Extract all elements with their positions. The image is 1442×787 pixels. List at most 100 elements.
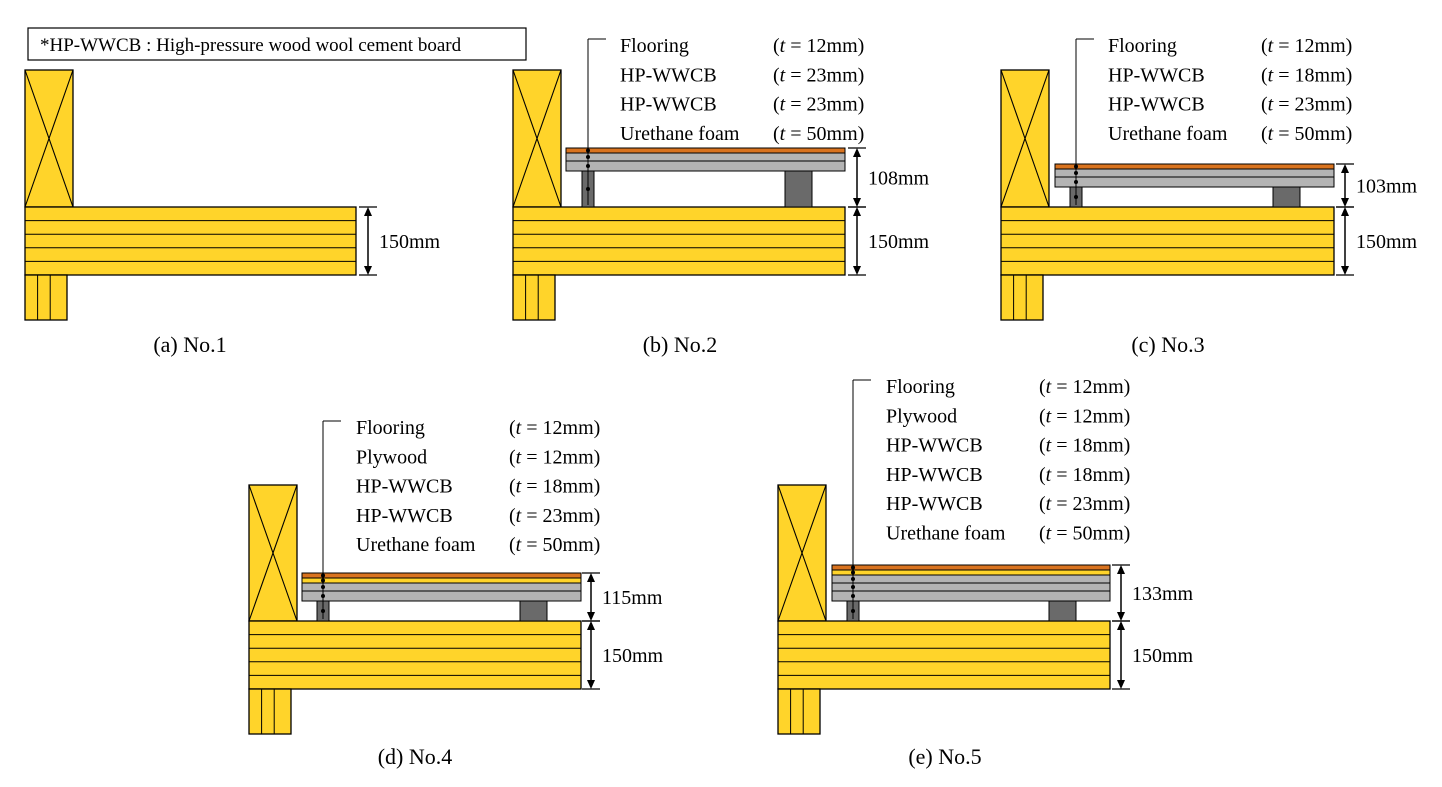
layer-name: HP-WWCB xyxy=(620,64,717,86)
floor-layer xyxy=(831,564,1111,571)
slab-dimension-arrowhead-bottom xyxy=(1341,266,1349,275)
floor-layer xyxy=(301,590,582,602)
leader-dot xyxy=(851,585,855,589)
layer-thickness: (t = 23mm) xyxy=(509,505,600,527)
layer-thickness: (t = 50mm) xyxy=(509,534,600,556)
panel-caption: (d) No.4 xyxy=(378,744,453,769)
leader-dot xyxy=(1074,171,1078,175)
floor-dimension-arrowhead-bottom xyxy=(1341,198,1349,207)
layer-thickness: (t = 23mm) xyxy=(773,64,864,86)
foam-support xyxy=(784,170,813,208)
lower-wall xyxy=(512,274,556,321)
layer-thickness: (t = 23mm) xyxy=(1261,94,1352,116)
layer-thickness: (t = 12mm) xyxy=(1039,405,1130,427)
layer-thickness: (t = 12mm) xyxy=(509,446,600,468)
floor-dimension-arrowhead-top xyxy=(1341,164,1349,173)
note-frame xyxy=(27,27,527,61)
leader-dot xyxy=(851,570,855,575)
layer-name: Flooring xyxy=(886,376,955,398)
layer-name: Plywood xyxy=(886,405,957,427)
slab-thickness-label: 150mm xyxy=(1356,231,1418,253)
slab-thickness-label: 150mm xyxy=(868,231,930,253)
leader-dot xyxy=(321,594,325,598)
clt-slab xyxy=(777,620,1111,690)
slab-dimension-arrowhead-top xyxy=(364,207,372,216)
layer-name: Flooring xyxy=(620,35,689,57)
slab-dimension-arrowhead-bottom xyxy=(853,266,861,275)
layer-thickness: (t = 50mm) xyxy=(1039,523,1130,545)
layer-name: Urethane foam xyxy=(886,523,1006,545)
slab-thickness-label: 150mm xyxy=(1132,645,1194,667)
leader-dot xyxy=(1074,195,1078,199)
leader-dot xyxy=(586,187,590,191)
layer-thickness: (t = 23mm) xyxy=(1039,493,1130,515)
slab-dimension-arrowhead-top xyxy=(853,207,861,216)
panel-caption: (a) No.1 xyxy=(153,332,226,357)
layer-name: HP-WWCB xyxy=(886,464,983,486)
lower-wall xyxy=(1000,274,1044,321)
floor-layer xyxy=(565,152,846,162)
floor-thickness-label: 115mm xyxy=(602,587,663,609)
layer-name: HP-WWCB xyxy=(1108,64,1205,86)
layer-name: HP-WWCB xyxy=(620,94,717,116)
layer-name: HP-WWCB xyxy=(1108,94,1205,116)
layer-thickness: (t = 18mm) xyxy=(1261,64,1352,86)
slab-dimension-arrowhead-bottom xyxy=(587,680,595,689)
layer-thickness: (t = 12mm) xyxy=(1039,376,1130,398)
layer-thickness: (t = 23mm) xyxy=(773,94,864,116)
clt-slab xyxy=(512,206,846,276)
leader-dot xyxy=(1074,180,1078,184)
foam-support xyxy=(519,600,548,622)
clt-slab xyxy=(24,206,357,276)
floor-dimension-arrowhead-top xyxy=(1117,565,1125,574)
layer-thickness: (t = 50mm) xyxy=(1261,123,1352,145)
floor-thickness-label: 108mm xyxy=(868,168,930,190)
lower-wall xyxy=(24,274,68,321)
panel-2: 150mm (b) No.2 108mm Flooring (t = 12mm) HP-W… xyxy=(512,35,930,357)
floor-layer xyxy=(565,147,846,154)
layer-thickness: (t = 12mm) xyxy=(773,35,864,57)
floor-layer xyxy=(301,572,582,579)
lower-wall xyxy=(248,688,292,735)
leader-dot xyxy=(321,578,325,583)
foam-support xyxy=(1048,600,1077,622)
layer-thickness: (t = 18mm) xyxy=(509,476,600,498)
note-text: *HP-WWCB : High-pressure wood wool cemen… xyxy=(40,35,462,56)
floor-layer xyxy=(831,569,1111,576)
panel-caption: (b) No.2 xyxy=(643,332,718,357)
layer-name: Flooring xyxy=(356,417,425,439)
floor-layer xyxy=(831,590,1111,602)
floor-dimension-arrowhead-top xyxy=(587,573,595,582)
column-cross-line xyxy=(1000,69,1050,208)
layer-name: Urethane foam xyxy=(620,123,740,145)
layer-name: HP-WWCB xyxy=(356,505,453,527)
panel-1: 150mm(a) No.1 xyxy=(24,69,441,357)
column-cross-line xyxy=(248,484,298,622)
slab-dimension-arrowhead-top xyxy=(587,621,595,630)
layer-name: HP-WWCB xyxy=(886,493,983,515)
leader-dot xyxy=(586,155,590,159)
clt-slab xyxy=(1000,206,1335,276)
leader-dot xyxy=(586,164,590,168)
leader-dot xyxy=(321,585,325,589)
floor-layer xyxy=(831,574,1111,584)
floor-layer xyxy=(831,582,1111,592)
column-cross-line xyxy=(777,484,827,622)
column-cross-line xyxy=(512,69,562,208)
layer-thickness: (t = 50mm) xyxy=(773,123,864,145)
floor-layer xyxy=(1054,163,1335,170)
layer-name: Urethane foam xyxy=(1108,123,1228,145)
leader-dot xyxy=(851,609,855,613)
slab-dimension-arrowhead-top xyxy=(1341,207,1349,216)
leader-dot xyxy=(321,573,325,578)
slab-dimension-arrowhead-bottom xyxy=(364,266,372,275)
floor-layer xyxy=(301,582,582,592)
layer-name: Flooring xyxy=(1108,35,1177,57)
leader-dot xyxy=(321,609,325,613)
layer-name: Urethane foam xyxy=(356,534,476,556)
layer-thickness: (t = 18mm) xyxy=(1039,435,1130,457)
layer-name: HP-WWCB xyxy=(886,435,983,457)
